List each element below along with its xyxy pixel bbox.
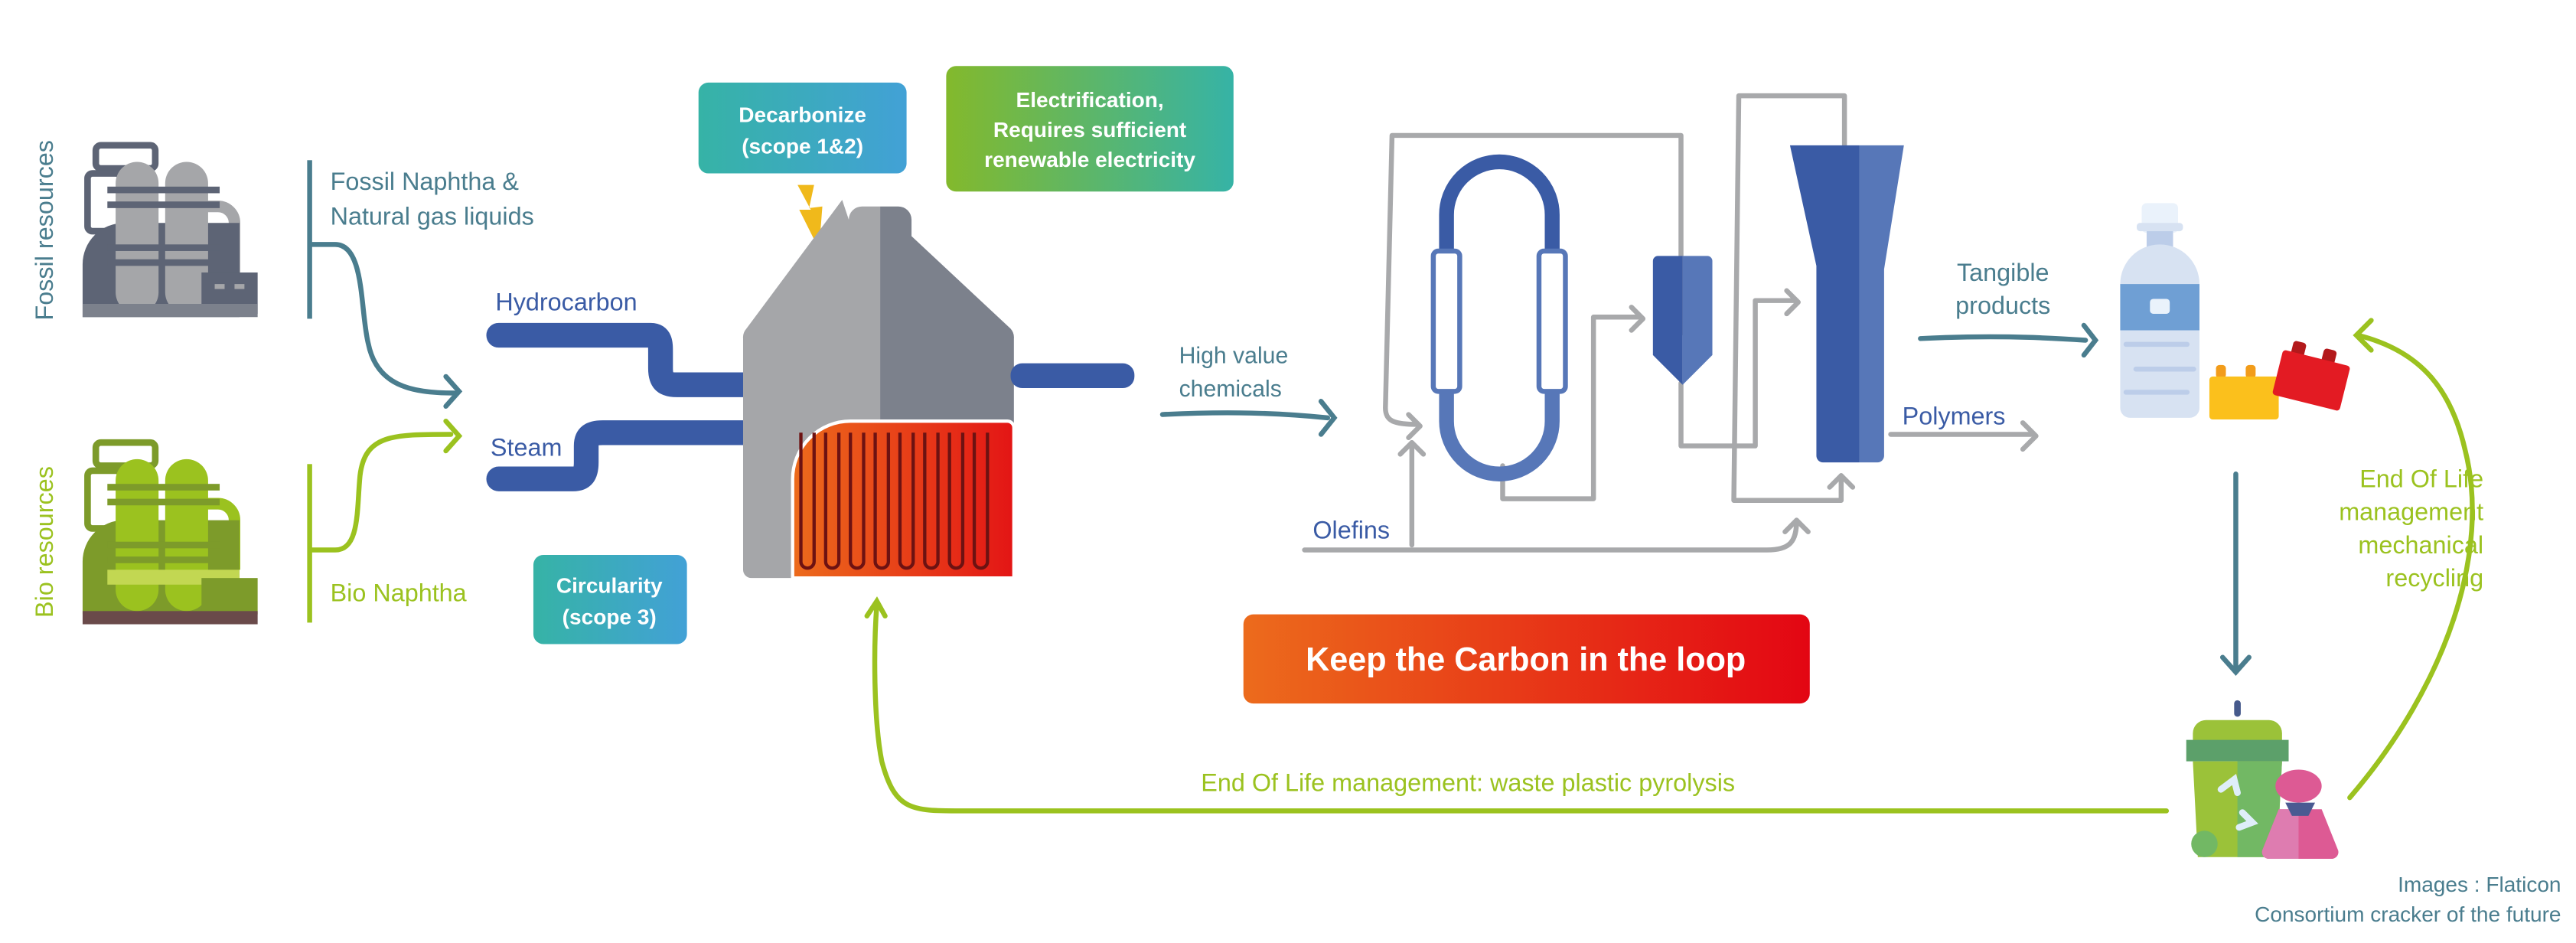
- separator-icon: [1652, 256, 1713, 385]
- mechanical-line3: mechanical: [2358, 531, 2483, 559]
- to-bin-arrow: [2219, 472, 2252, 677]
- mechanical-line1: End Of Life: [2359, 465, 2483, 492]
- electrification-line3: renewable electricity: [984, 148, 1195, 171]
- mechanical-line2: management: [2339, 498, 2483, 526]
- high-value-line2: chemicals: [1179, 377, 1282, 402]
- process-lines: [1302, 93, 2039, 553]
- steam-pipe: [486, 420, 764, 491]
- fossil-feed-line2: Natural gas liquids: [331, 202, 534, 230]
- electrification-badge: Electrification, Requires sufficient ren…: [946, 66, 1234, 192]
- electrification-line2: Requires sufficient: [993, 118, 1186, 142]
- decarbonize-line1: Decarbonize: [739, 103, 866, 127]
- circularity-line1: Circularity: [556, 574, 663, 598]
- hydrocarbon-label: Hydrocarbon: [495, 289, 637, 316]
- garbage-bag-icon: [2261, 769, 2339, 859]
- tangible-line1: Tangible: [1957, 259, 2049, 286]
- circularity-badge: Circularity (scope 3): [533, 554, 687, 644]
- fossil-refinery-icon: [82, 142, 258, 318]
- pyrolysis-arrow: [864, 596, 2170, 814]
- credits-line2: Consortium cracker of the future: [2255, 902, 2561, 926]
- decarbonize-line2: (scope 1&2): [742, 135, 863, 158]
- quench-exchanger-icon: [1430, 154, 1568, 481]
- high-value-line1: High value: [1179, 344, 1289, 369]
- decarbonize-badge: Decarbonize (scope 1&2): [698, 82, 907, 174]
- hydrocarbon-pipe: [486, 322, 764, 397]
- tangible-arrow: [1918, 322, 2099, 358]
- pyrolysis-label: End Of Life management: waste plastic py…: [1201, 768, 1735, 796]
- olefins-label: Olefins: [1312, 516, 1390, 543]
- lightning-icon: [797, 184, 823, 250]
- bio-feed-arrow: [308, 418, 463, 553]
- fossil-resources-label: Fossil resources: [31, 140, 58, 321]
- electrification-line1: Electrification,: [1016, 88, 1164, 112]
- distillation-column-icon: [1789, 145, 1904, 463]
- credits-line1: Images : Flaticon: [2398, 873, 2561, 896]
- bio-feed-label: Bio Naphtha: [331, 579, 467, 606]
- bio-refinery-icon: [82, 439, 258, 625]
- circularity-line2: (scope 3): [562, 605, 657, 629]
- bio-resources-label: Bio resources: [31, 466, 58, 618]
- fossil-bracket: [307, 160, 312, 319]
- banner-text: Keep the Carbon in the loop: [1306, 641, 1746, 678]
- cracker-coils: [799, 432, 990, 570]
- mechanical-line4: recycling: [2385, 564, 2483, 592]
- fossil-feed-arrow: [308, 242, 463, 410]
- fossil-resources-group: Fossil resources Fossil Naphtha & Natura…: [31, 140, 534, 410]
- bio-resources-group: Bio resources Bio Naphtha: [31, 418, 467, 625]
- keep-carbon-banner: Keep the Carbon in the loop: [1243, 614, 1810, 704]
- toy-bricks-icon: [2209, 341, 2350, 420]
- high-value-arrow: [1159, 399, 1338, 437]
- mechanical-recycling-arrow: [2347, 318, 2475, 801]
- plastic-bottle-icon: [2120, 203, 2200, 418]
- polymers-label: Polymers: [1903, 403, 2006, 430]
- bio-bracket: [307, 464, 312, 623]
- tangible-line2: products: [1955, 292, 2050, 319]
- cracker-furnace-icon: [742, 200, 1135, 580]
- fossil-feed-line1: Fossil Naphtha &: [331, 168, 520, 195]
- steam-label: Steam: [491, 434, 562, 462]
